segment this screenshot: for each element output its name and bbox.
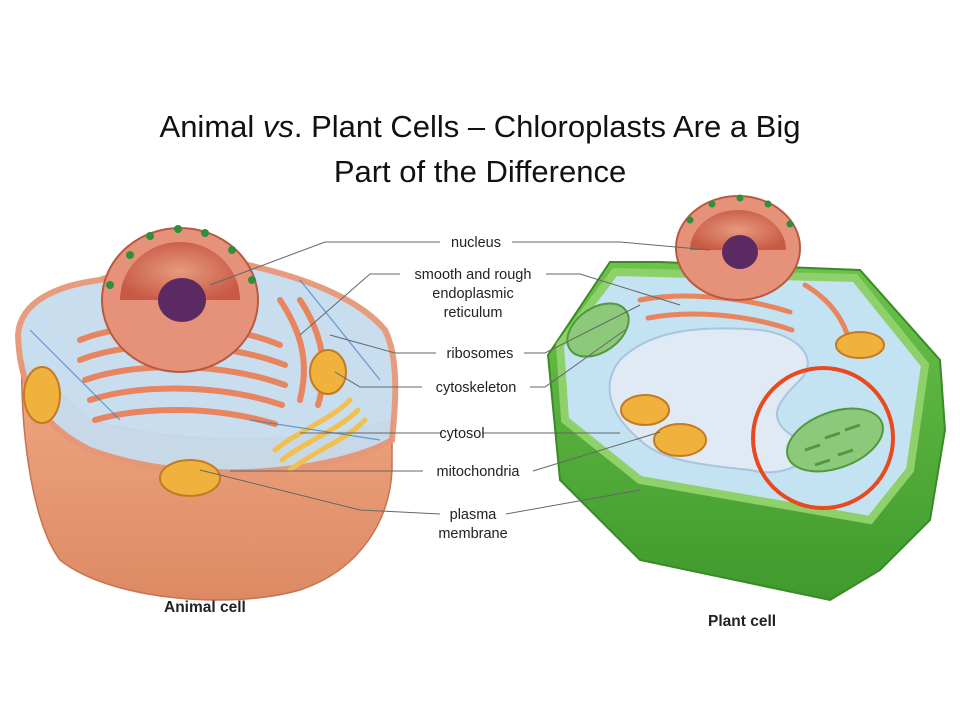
animal-cell: Animal cell (14, 225, 399, 616)
label-ribosomes: ribosomes (447, 346, 514, 362)
title-line-2: Part of the Difference (333, 154, 627, 189)
label-er-line3: reticulum (444, 305, 503, 321)
animal-golgi (272, 397, 368, 473)
label-plasma-line1: plasma (450, 507, 498, 523)
animal-cytoskeleton (29, 279, 381, 441)
plant-chloroplasts (566, 302, 884, 473)
label-nucleus: nucleus (451, 235, 501, 251)
title-line-1: Animal vs. Plant Cells – Chloroplasts Ar… (159, 109, 801, 144)
leader-lines (199, 241, 711, 515)
plant-cell-caption: Plant cell (708, 613, 776, 630)
plant-cell: Plant cell (546, 194, 947, 630)
slide-title: Animal vs. Plant Cells – Chloroplasts Ar… (0, 104, 960, 194)
label-plasma-line2: membrane (438, 526, 507, 542)
animal-cell-caption: Animal cell (164, 599, 246, 616)
label-cytosol: cytosol (439, 426, 484, 442)
plant-nucleus (675, 194, 801, 301)
organelle-labels: nucleus smooth and rough endoplasmic ret… (415, 235, 532, 542)
label-er-line2: endoplasmic (432, 286, 513, 302)
animal-nucleus (101, 225, 259, 373)
chloroplast-highlight-circle (751, 366, 895, 510)
plant-mitochondria (620, 331, 885, 457)
label-er-line1: smooth and rough (415, 267, 532, 283)
label-cytoskeleton: cytoskeleton (436, 380, 517, 396)
animal-mitochondria (23, 349, 347, 497)
label-mitochondria: mitochondria (436, 464, 520, 480)
